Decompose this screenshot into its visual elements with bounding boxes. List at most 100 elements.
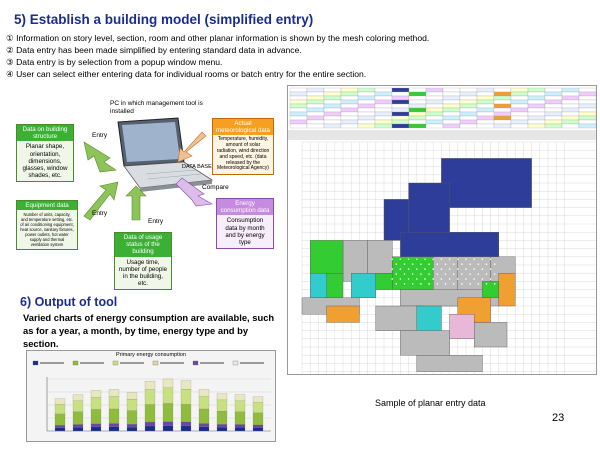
chart-legend-text: [160, 362, 184, 364]
chart-legend-swatch: [112, 360, 119, 366]
chart-legend-swatch: [192, 360, 199, 366]
floor-plan-dot: [485, 273, 488, 275]
table-cell: [340, 95, 359, 101]
floor-plan-dot: [399, 278, 402, 280]
table-cell: [306, 95, 325, 101]
chart-bar-segment: [162, 378, 174, 388]
table-cell: [459, 87, 478, 93]
floor-plan-dot: [469, 273, 471, 275]
floor-plan-dot: [411, 283, 414, 285]
arrow-usage-entry: [125, 185, 147, 221]
table-cell: [493, 95, 512, 101]
chart-bar-segment: [54, 404, 66, 415]
table-cell: [408, 123, 427, 129]
floor-plan-area: [326, 305, 360, 323]
floor-plan-area: [416, 355, 483, 372]
floor-plan-dot: [452, 283, 455, 285]
floor-plan-area: [310, 240, 344, 274]
chart-bar-segment: [180, 404, 192, 423]
table-cell: [323, 95, 342, 101]
laptop-icon: [117, 117, 214, 192]
chart-bar-segment: [144, 425, 156, 432]
chart-bar-segment: [162, 425, 174, 432]
table-cell: [578, 103, 596, 109]
table-cell: [391, 119, 410, 125]
box-meteo-body: Temperature, humidity, amount of solar r…: [213, 135, 273, 175]
floor-plan-dot: [493, 283, 496, 285]
floor-plan-dot: [424, 278, 426, 280]
table-cell: [476, 103, 495, 109]
table-cell: [391, 107, 410, 113]
chart-legend-text: [80, 362, 104, 364]
table-cell: [357, 91, 376, 97]
box-meteorological: Actual meteorological data Temperature, …: [212, 118, 274, 176]
table-cell: [527, 111, 546, 117]
table-cell: [289, 123, 308, 129]
section6-title: 6) Output of tool: [20, 295, 118, 309]
box-structure-body: Planar shape, orientation, dimensions, g…: [17, 141, 73, 182]
floor-plan-dot: [403, 273, 406, 275]
table-cell: [459, 111, 478, 117]
table-cell: [578, 123, 596, 129]
table-cell: [306, 123, 325, 129]
box-usage-status: Data of usage status of the building Usa…: [114, 232, 172, 291]
table-cell: [408, 115, 427, 121]
floor-plan-dot: [428, 263, 430, 265]
table-cell: [425, 115, 444, 121]
table-cell: [357, 103, 376, 109]
floor-plan-dot: [428, 283, 430, 285]
floor-plan-dot: [489, 258, 492, 261]
bullet-2: ② Data entry has been made simplified by…: [6, 45, 302, 55]
table-cell: [442, 95, 461, 101]
floor-plan-dot: [395, 283, 398, 285]
chart-bar-segment: [144, 404, 156, 423]
table-cell: [476, 111, 495, 117]
table-cell: [442, 103, 461, 109]
chart-bar-segment: [108, 426, 120, 432]
table-cell: [289, 107, 308, 113]
table-cell: [578, 95, 596, 101]
floor-plan-dot: [416, 258, 418, 261]
table-cell: [578, 107, 596, 113]
floor-plan-dot: [452, 263, 455, 265]
database-label: DATA BASE: [182, 164, 212, 170]
floor-plan-dot: [473, 268, 475, 270]
chart-bar-segment: [72, 400, 84, 412]
table-cell: [340, 103, 359, 109]
floor-plan-dot: [436, 283, 439, 285]
table-cell: [544, 119, 563, 125]
floor-plan-dot: [407, 258, 410, 261]
energy-chart-thumbnail: Primary energy consumption: [26, 350, 276, 442]
floor-plan-dot: [465, 258, 467, 261]
table-cell: [459, 123, 478, 129]
floor-plan-dot: [403, 263, 406, 265]
box-meteo-title: Actual meteorological data: [213, 119, 273, 136]
chart-bar-segment: [72, 411, 84, 425]
diagram-panel: PC in which management tool is installed…: [6, 90, 284, 291]
table-cell: [323, 107, 342, 113]
floor-plan-dot: [440, 268, 443, 270]
table-cell: [306, 87, 325, 93]
chart-legend-swatch: [232, 360, 239, 366]
table-cell: [459, 95, 478, 101]
floor-plan-dot: [457, 258, 459, 261]
table-cell: [476, 95, 495, 101]
table-cell: [425, 99, 444, 105]
chart-bar-segment: [108, 396, 120, 410]
table-cell: [340, 115, 359, 121]
chart-bar-segment: [126, 410, 138, 425]
bullet-1: ① Information on story level, section, r…: [6, 33, 430, 43]
chart-bar-segment: [198, 389, 210, 397]
table-cell: [442, 91, 461, 97]
chart-bar-segment: [234, 424, 246, 428]
floor-plan-dot: [485, 283, 488, 285]
compare-label: Compare: [202, 184, 229, 191]
table-cell: [289, 115, 308, 121]
floor-plan-area: [375, 272, 393, 290]
floor-plan-dot: [403, 283, 406, 285]
table-cell: [459, 115, 478, 121]
table-cell: [510, 95, 529, 101]
table-cell: [425, 91, 444, 97]
floor-plan-area: [408, 182, 450, 233]
floor-plan-dot: [432, 258, 434, 261]
